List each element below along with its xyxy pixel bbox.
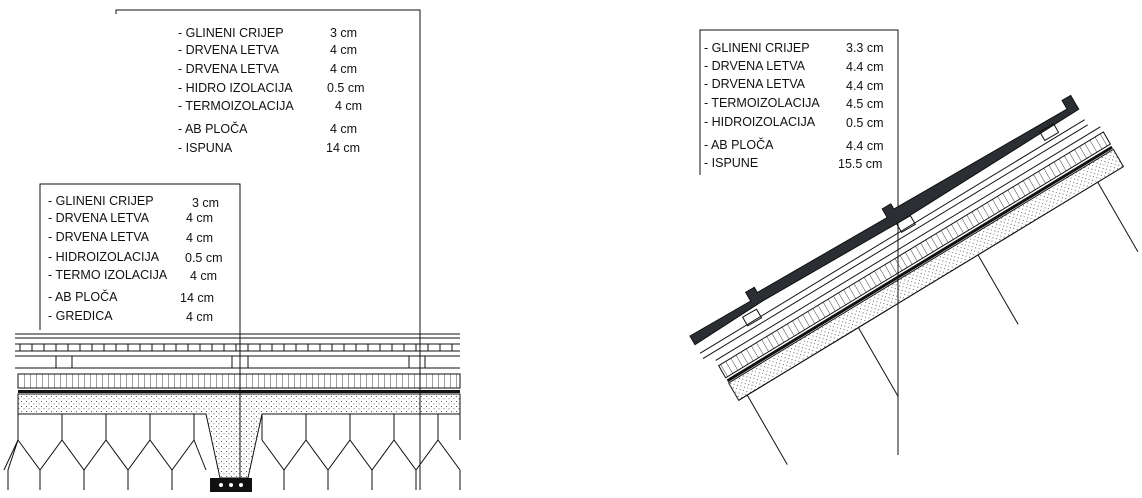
legend-label: - GREDICA <box>48 309 113 323</box>
legend-value: 3.3 cm <box>846 41 884 55</box>
right-roof-detail: - GLINENI CRIJEP 3.3 cm - DRVENA LETVA 4… <box>689 29 1139 465</box>
legend-value: 4 cm <box>190 269 217 283</box>
legend-label: - DRVENA LETVA <box>178 43 280 57</box>
legend-label: - ISPUNE <box>704 156 758 170</box>
legend-label: - HIDRO IZOLACIJA <box>178 81 293 95</box>
legend-label: - DRVENA LETVA <box>704 77 806 91</box>
legend-label: - TERMO IZOLACIJA <box>48 268 168 282</box>
legend-label: - ISPUNA <box>178 141 233 155</box>
batten-ticks <box>19 344 453 351</box>
waterproofing-layer <box>18 390 460 393</box>
legend-label: - GLINENI CRIJEP <box>704 41 810 55</box>
legend-value: 4 cm <box>186 211 213 225</box>
legend-value: 4 cm <box>186 231 213 245</box>
thermal-insulation-layer <box>717 131 1112 379</box>
legend-value: 14 cm <box>180 291 214 305</box>
legend-value: 15.5 cm <box>838 157 882 171</box>
legend-label: - GLINENI CRIJEP <box>48 194 154 208</box>
legend-label: - AB PLOČA <box>48 289 118 304</box>
legend-value: 3 cm <box>192 196 219 210</box>
right-legend: - GLINENI CRIJEP 3.3 cm - DRVENA LETVA 4… <box>704 41 884 171</box>
legend-label: - DRVENA LETVA <box>704 59 806 73</box>
legend-label: - AB PLOČA <box>704 137 774 152</box>
right-legend-frame <box>699 29 899 455</box>
legend-value: 4.4 cm <box>846 139 884 153</box>
roof-tiles <box>689 94 1080 346</box>
legend-value: 0.5 cm <box>185 251 223 265</box>
infill-blocks <box>3 414 461 490</box>
legend-label: - DRVENA LETVA <box>178 62 280 76</box>
legend-value: 14 cm <box>326 141 360 155</box>
sloped-section <box>689 94 1139 465</box>
legend-value: 4 cm <box>330 62 357 76</box>
legend-value: 0.5 cm <box>846 116 884 130</box>
left-roof-detail: - GLINENI CRIJEP 3 cm - DRVENA LETVA 4 c… <box>3 9 461 492</box>
legend-value: 4.4 cm <box>846 79 884 93</box>
bottom-legend-frame <box>39 183 241 490</box>
legend-label: - AB PLOČA <box>178 121 248 136</box>
legend-value: 4 cm <box>330 122 357 136</box>
legend-label: - DRVENA LETVA <box>48 211 150 225</box>
legend-value: 4 cm <box>186 310 213 324</box>
legend-value: 4 cm <box>335 99 362 113</box>
legend-label: - DRVENA LETVA <box>48 230 150 244</box>
legend-label: - TERMOIZOLACIJA <box>704 96 820 110</box>
legend-label: - GLINENI CRIJEP <box>178 26 284 40</box>
legend-value: 4.5 cm <box>846 97 884 111</box>
bottom-legend: - GLINENI CRIJEP 3 cm - DRVENA LETVA 4 c… <box>48 194 223 324</box>
rebar-dots <box>219 483 243 487</box>
legend-label: - HIDROIZOLACIJA <box>48 250 160 264</box>
waterproofing-layer <box>726 145 1113 383</box>
legend-value: 3 cm <box>330 26 357 40</box>
legend-value: 0.5 cm <box>327 81 365 95</box>
roof-covering-lines <box>15 333 460 357</box>
legend-value: 4.4 cm <box>846 60 884 74</box>
legend-label: - TERMOIZOLACIJA <box>178 99 294 113</box>
concrete-slab <box>727 148 1125 401</box>
top-legend: - GLINENI CRIJEP 3 cm - DRVENA LETVA 4 c… <box>178 26 365 155</box>
legend-value: 4 cm <box>330 43 357 57</box>
infill-blocks <box>738 166 1139 465</box>
thermal-insulation-layer <box>17 373 461 389</box>
legend-label: - HIDROIZOLACIJA <box>704 115 816 129</box>
